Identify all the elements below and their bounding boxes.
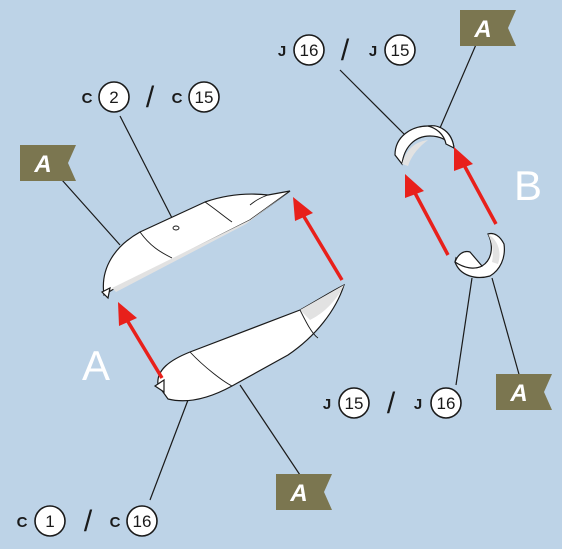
flag-top-right: A: [460, 10, 516, 46]
step-label-b: B: [514, 162, 542, 209]
leader-flag-bottom-left: [239, 384, 301, 476]
flag-bottom-right-letter: A: [509, 380, 527, 407]
arrow-b-left: [405, 174, 450, 256]
leader-top-right-callout: [339, 69, 406, 136]
callout-top-right-left-prefix: J: [278, 43, 286, 60]
callout-bottom-left-right-prefix: C: [110, 514, 121, 531]
arrow-b-right: [454, 147, 498, 225]
callout-bottom-left: C 1 / C 16: [17, 505, 158, 538]
leader-bottom-left-callout: [149, 399, 189, 501]
flag-bottom-right: A: [496, 374, 552, 410]
callout-top-left-right-prefix: C: [172, 90, 183, 107]
flag-bottom-left-letter: A: [289, 480, 307, 507]
callout-top-left: C 2 / C 15: [82, 81, 220, 114]
arrow-a-left: [118, 302, 164, 379]
callout-top-right-right-number: 15: [391, 41, 410, 60]
callout-top-left-right-number: 15: [195, 88, 214, 107]
clip-part-lower: [454, 232, 505, 279]
callout-top-right-left-number: 16: [300, 41, 319, 60]
callout-top-right: J 16 / J 15: [278, 34, 416, 67]
callout-top-right-separator: /: [341, 34, 350, 67]
arrow-a-right: [293, 197, 344, 281]
float-part-upper: [100, 190, 291, 300]
callout-bottom-right-right-number: 16: [437, 394, 456, 413]
flag-bottom-left: A: [276, 474, 332, 510]
callout-bottom-right-right-prefix: J: [414, 396, 422, 413]
leader-flag-bottom-right: [491, 277, 523, 386]
callout-bottom-left-right-number: 16: [133, 512, 152, 531]
callout-bottom-right: J 15 / J 16: [323, 387, 462, 420]
callout-bottom-left-left-prefix: C: [17, 514, 28, 531]
leader-flag-top-left: [61, 179, 121, 246]
callout-bottom-left-separator: /: [84, 505, 93, 538]
callout-top-left-left-number: 2: [109, 88, 118, 107]
flag-top-left: A: [20, 145, 76, 181]
leader-bottom-right-callout: [455, 277, 473, 386]
step-label-a: A: [82, 342, 110, 389]
callout-bottom-right-separator: /: [387, 387, 396, 420]
leader-top-left-callout: [119, 115, 173, 219]
float-part-lower: [153, 283, 346, 402]
flag-top-left-letter: A: [33, 151, 51, 178]
leader-lines: [61, 39, 523, 501]
flag-top-right-letter: A: [473, 16, 491, 43]
callout-top-right-right-prefix: J: [369, 43, 377, 60]
assembly-arrows: [118, 147, 498, 379]
callout-bottom-right-left-prefix: J: [323, 396, 331, 413]
callout-bottom-right-left-number: 15: [345, 394, 364, 413]
clip-part-upper: [394, 125, 455, 166]
callout-top-left-left-prefix: C: [82, 90, 93, 107]
callout-bottom-left-left-number: 1: [45, 512, 54, 531]
leader-flag-top-right: [439, 39, 479, 129]
callout-top-left-separator: /: [146, 81, 155, 114]
